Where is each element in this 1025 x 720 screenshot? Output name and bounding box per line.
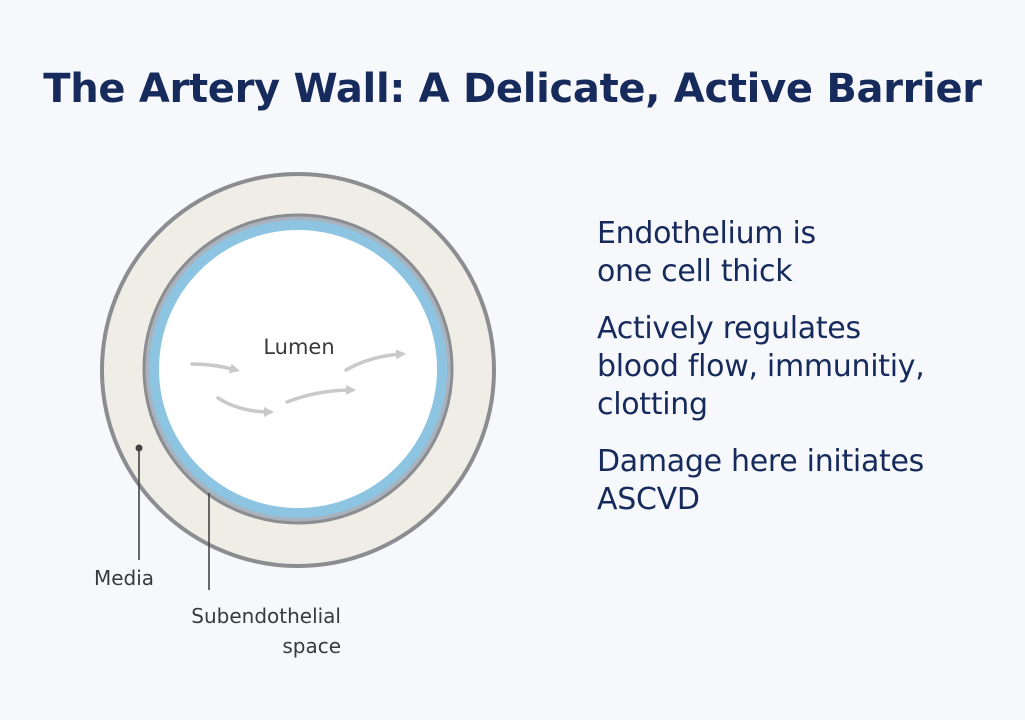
- key-point: Damage here initiates ASCVD: [597, 443, 1007, 519]
- key-point-line: ASCVD: [597, 482, 700, 517]
- lumen-label: Lumen: [263, 335, 334, 359]
- key-point-line: Endothelium is: [597, 216, 816, 251]
- subendothelial-label-line2: space: [282, 634, 341, 658]
- media-label: Media: [94, 566, 154, 590]
- key-points: Endothelium is one cell thick Actively r…: [597, 215, 1007, 538]
- subendothelial-label-line1: Subendothelial: [191, 604, 341, 628]
- key-point-line: Actively regulates: [597, 311, 861, 346]
- lumen: [159, 230, 437, 508]
- key-point: Endothelium is one cell thick: [597, 215, 1007, 291]
- key-point-line: blood flow, immunitiy,: [597, 349, 925, 384]
- flow-arrow: [216, 396, 274, 417]
- flow-arrow: [190, 362, 240, 374]
- page-title: The Artery Wall: A Delicate, Active Barr…: [43, 66, 982, 112]
- key-point-line: Damage here initiates: [597, 444, 924, 479]
- key-point-line: one cell thick: [597, 254, 793, 289]
- flow-arrow: [344, 349, 406, 372]
- flow-arrow: [285, 385, 356, 404]
- key-point-line: clotting: [597, 387, 708, 422]
- key-point: Actively regulates blood flow, immunitiy…: [597, 310, 1007, 424]
